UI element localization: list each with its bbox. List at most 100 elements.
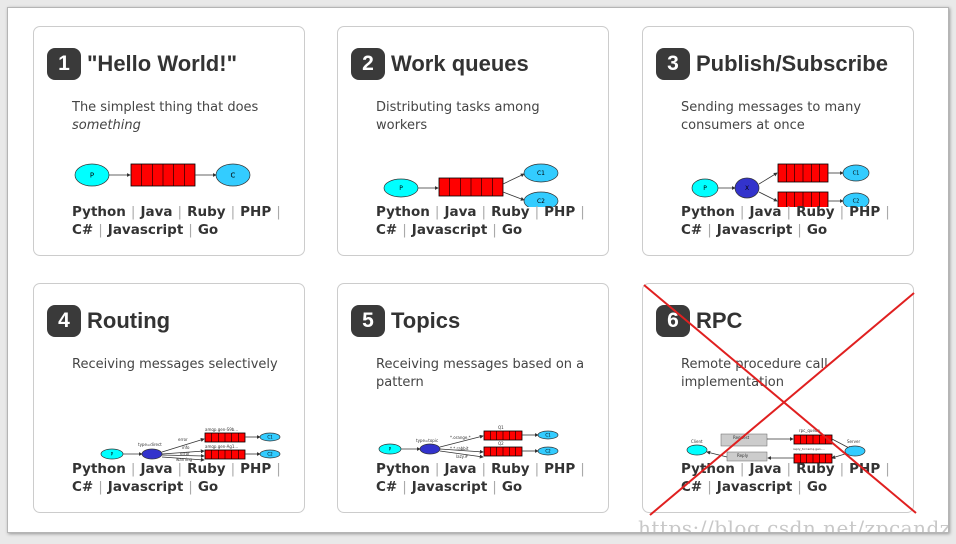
link-ruby[interactable]: Ruby bbox=[187, 204, 226, 220]
separator: | bbox=[492, 479, 497, 495]
link-java[interactable]: Java bbox=[749, 461, 782, 477]
svg-text:type=topic: type=topic bbox=[416, 438, 438, 443]
svg-text:C2: C2 bbox=[537, 198, 545, 205]
link-java[interactable]: Java bbox=[140, 461, 173, 477]
svg-text:C: C bbox=[231, 171, 236, 179]
link-javascript[interactable]: Javascript bbox=[107, 479, 184, 495]
link-java[interactable]: Java bbox=[444, 461, 477, 477]
link-javascript[interactable]: Javascript bbox=[411, 479, 488, 495]
svg-text:warning: warning bbox=[176, 457, 192, 462]
link-csharp[interactable]: C# bbox=[376, 222, 398, 238]
link-csharp[interactable]: C# bbox=[72, 222, 94, 238]
link-go[interactable]: Go bbox=[197, 479, 219, 495]
link-java[interactable]: Java bbox=[444, 204, 477, 220]
tutorial-card-1[interactable]: 1"Hello World!" The simplest thing that … bbox=[33, 26, 305, 256]
link-java[interactable]: Java bbox=[140, 204, 173, 220]
separator: | bbox=[797, 479, 802, 495]
link-javascript[interactable]: Javascript bbox=[411, 222, 488, 238]
link-python[interactable]: Python bbox=[72, 461, 126, 477]
link-csharp[interactable]: C# bbox=[681, 222, 703, 238]
svg-text:amqp.gen-Ag1...: amqp.gen-Ag1... bbox=[205, 444, 238, 449]
svg-text:P: P bbox=[90, 171, 94, 179]
svg-text:*.*.rabbit: *.*.rabbit bbox=[450, 446, 469, 451]
link-python[interactable]: Python bbox=[681, 204, 735, 220]
card-description: Distributing tasks among workers bbox=[376, 100, 540, 133]
separator: | bbox=[402, 479, 407, 495]
svg-text:P: P bbox=[389, 446, 392, 451]
link-go[interactable]: Go bbox=[501, 479, 523, 495]
link-ruby[interactable]: Ruby bbox=[187, 461, 226, 477]
watermark: https://blog.csdn.net/zpcandzhi bbox=[638, 516, 949, 533]
svg-text:amqp.gen-S9b...: amqp.gen-S9b... bbox=[205, 427, 238, 432]
svg-text:error: error bbox=[178, 437, 188, 442]
separator: | bbox=[885, 204, 890, 220]
link-csharp[interactable]: C# bbox=[681, 479, 703, 495]
svg-text:C1: C1 bbox=[267, 434, 273, 439]
card-title[interactable]: "Hello World!" bbox=[87, 51, 238, 76]
link-python[interactable]: Python bbox=[681, 461, 735, 477]
svg-text:Client: Client bbox=[691, 439, 703, 444]
separator: | bbox=[492, 222, 497, 238]
link-csharp[interactable]: C# bbox=[376, 479, 398, 495]
card-title[interactable]: Topics bbox=[391, 308, 461, 333]
card-description: Receiving messages selectively bbox=[72, 357, 278, 372]
link-go[interactable]: Go bbox=[197, 222, 219, 238]
card-title[interactable]: Routing bbox=[87, 308, 171, 333]
separator: | bbox=[188, 479, 193, 495]
separator: | bbox=[481, 204, 487, 220]
link-php[interactable]: PHP bbox=[849, 204, 881, 220]
link-go[interactable]: Go bbox=[501, 222, 523, 238]
separator: | bbox=[797, 222, 802, 238]
svg-text:*.orange.*: *.orange.* bbox=[450, 435, 471, 440]
card-header[interactable]: 1"Hello World!" bbox=[47, 48, 237, 80]
link-php[interactable]: PHP bbox=[544, 204, 576, 220]
link-php[interactable]: PHP bbox=[240, 461, 272, 477]
link-go[interactable]: Go bbox=[806, 479, 828, 495]
svg-text:P: P bbox=[111, 451, 114, 456]
svg-text:C1: C1 bbox=[853, 171, 860, 177]
separator: | bbox=[786, 204, 792, 220]
link-python[interactable]: Python bbox=[376, 461, 430, 477]
link-java[interactable]: Java bbox=[749, 204, 782, 220]
card-title[interactable]: Work queues bbox=[391, 51, 529, 76]
svg-text:error: error bbox=[180, 451, 190, 456]
link-python[interactable]: Python bbox=[376, 204, 430, 220]
svg-text:lazy.#: lazy.# bbox=[456, 454, 469, 459]
link-javascript[interactable]: Javascript bbox=[107, 222, 184, 238]
link-python[interactable]: Python bbox=[72, 204, 126, 220]
svg-text:C2: C2 bbox=[853, 199, 860, 205]
svg-text:rpc_queue: rpc_queue bbox=[799, 428, 820, 433]
link-php[interactable]: PHP bbox=[240, 204, 272, 220]
separator: | bbox=[707, 479, 712, 495]
card-description: The simplest thing that does something bbox=[72, 100, 259, 133]
messaging-diagram: Ptype=topic*.orange.**.*.rabbitlazy.#Q1Q… bbox=[378, 425, 559, 459]
link-ruby[interactable]: Ruby bbox=[796, 204, 835, 220]
link-go[interactable]: Go bbox=[806, 222, 828, 238]
card-title[interactable]: Publish/Subscribe bbox=[696, 51, 888, 76]
separator: | bbox=[580, 461, 585, 477]
link-ruby[interactable]: Ruby bbox=[491, 204, 530, 220]
svg-text:type=direct: type=direct bbox=[138, 442, 162, 447]
link-csharp[interactable]: C# bbox=[72, 479, 94, 495]
separator: | bbox=[98, 222, 103, 238]
link-ruby[interactable]: Ruby bbox=[796, 461, 835, 477]
separator: | bbox=[739, 461, 745, 477]
link-ruby[interactable]: Ruby bbox=[491, 461, 530, 477]
separator: | bbox=[177, 461, 183, 477]
link-php[interactable]: PHP bbox=[544, 461, 576, 477]
separator: | bbox=[130, 204, 136, 220]
link-javascript[interactable]: Javascript bbox=[716, 222, 793, 238]
svg-text:info: info bbox=[182, 445, 190, 450]
card-title[interactable]: RPC bbox=[696, 308, 743, 333]
link-javascript[interactable]: Javascript bbox=[716, 479, 793, 495]
